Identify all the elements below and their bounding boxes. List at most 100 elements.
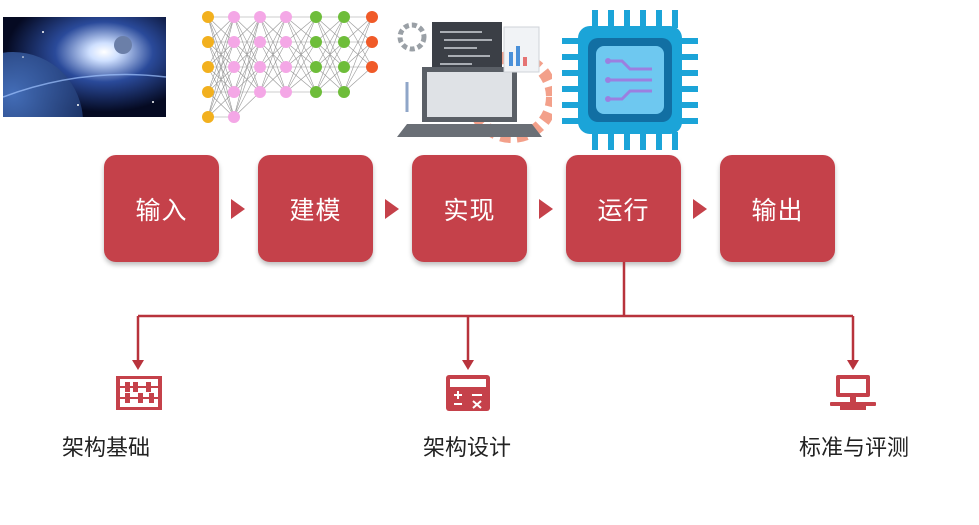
nn-node xyxy=(202,35,214,48)
chip-pin xyxy=(672,132,678,150)
nn-edge xyxy=(207,16,235,43)
nn-node xyxy=(228,35,240,48)
nn-node xyxy=(202,85,214,98)
nn-edge xyxy=(285,16,317,93)
nn-edge xyxy=(343,41,373,93)
chip-pin xyxy=(680,54,698,60)
nn-edge xyxy=(315,66,345,93)
nn-edge xyxy=(315,16,345,93)
chip-pin xyxy=(592,10,598,28)
chip-pin xyxy=(656,10,662,28)
cpu-chip-image xyxy=(562,10,698,150)
step-label: 输出 xyxy=(751,195,804,225)
nn-edge xyxy=(343,16,373,93)
nn-edge xyxy=(259,66,287,93)
flow-arrow xyxy=(539,199,553,219)
nn-node xyxy=(280,11,292,23)
nn-node xyxy=(338,85,350,98)
chip-pin xyxy=(640,10,646,28)
nn-node xyxy=(338,11,350,23)
chip-pin xyxy=(562,38,580,44)
nn-edge xyxy=(207,16,235,93)
chip-pin xyxy=(672,10,678,28)
neural-network-image xyxy=(202,11,378,123)
nn-edge xyxy=(343,16,373,43)
branch-label-standards-evaluation: 标准与评测 xyxy=(799,436,910,461)
nn-node xyxy=(254,35,266,48)
nn-edge xyxy=(233,91,261,118)
nn-node xyxy=(366,60,378,73)
nn-node xyxy=(228,110,240,123)
chip-pin xyxy=(680,38,698,44)
nn-edge xyxy=(233,16,261,93)
chip-pin xyxy=(624,10,630,28)
nn-node xyxy=(338,35,350,48)
nn-node xyxy=(310,11,322,23)
abacus-icon xyxy=(116,376,162,410)
nn-edge xyxy=(233,16,261,118)
nn-node xyxy=(228,60,240,73)
chip-pin xyxy=(562,70,580,76)
nn-edge xyxy=(315,41,345,93)
flow-arrow xyxy=(693,199,707,219)
calculator-icon xyxy=(446,375,490,411)
nn-node xyxy=(338,60,350,73)
chip-pin xyxy=(608,10,614,28)
step-modeling: 建模 xyxy=(258,155,373,262)
nn-edge xyxy=(285,16,317,68)
nn-node xyxy=(228,11,240,23)
chip-pin xyxy=(592,132,598,150)
nn-node xyxy=(254,85,266,98)
nn-edge xyxy=(259,16,287,43)
nn-edge xyxy=(285,66,317,93)
nn-edge xyxy=(207,41,235,118)
nn-edge xyxy=(259,16,287,93)
nn-edge xyxy=(233,16,261,68)
nn-node xyxy=(280,85,292,98)
step-label: 实现 xyxy=(443,195,496,225)
step-label: 运行 xyxy=(597,195,650,225)
nn-edge xyxy=(207,66,235,118)
nn-edge xyxy=(233,41,261,118)
nn-node xyxy=(202,110,214,123)
chip-pin xyxy=(562,118,580,124)
chip-pin xyxy=(624,132,630,150)
nn-edge xyxy=(259,16,287,68)
nn-edge xyxy=(207,16,235,68)
nn-node xyxy=(280,60,292,73)
nn-node xyxy=(366,11,378,23)
step-run: 运行 xyxy=(566,155,681,262)
chip-pin xyxy=(680,70,698,76)
chip-pin xyxy=(608,132,614,150)
step-input: 输入 xyxy=(104,155,219,262)
nn-edge xyxy=(343,16,373,68)
step-label: 输入 xyxy=(135,195,188,225)
chip-pin xyxy=(680,86,698,92)
nn-edge xyxy=(315,16,345,68)
nn-node xyxy=(310,35,322,48)
nn-edge xyxy=(207,91,235,118)
flow-arrow xyxy=(231,199,245,219)
step-implementation: 实现 xyxy=(412,155,527,262)
nn-edge xyxy=(259,41,287,93)
nn-edge xyxy=(315,16,345,43)
nn-node xyxy=(310,85,322,98)
nn-edge xyxy=(343,66,373,93)
flow-arrow xyxy=(385,199,399,219)
nn-node xyxy=(280,35,292,48)
chip-pin xyxy=(562,54,580,60)
step-label: 建模 xyxy=(289,195,342,225)
nn-node xyxy=(202,11,214,23)
nn-node xyxy=(310,60,322,73)
step-output: 输出 xyxy=(720,155,835,262)
nn-node xyxy=(254,60,266,73)
nn-edge xyxy=(233,16,261,43)
chip-pin xyxy=(640,132,646,150)
nn-node xyxy=(366,35,378,48)
chip-pin xyxy=(562,86,580,92)
chip-pin xyxy=(562,102,580,108)
chip-pin xyxy=(680,102,698,108)
nn-node xyxy=(254,11,266,23)
branch-label-architecture-basics: 架构基础 xyxy=(62,436,151,461)
